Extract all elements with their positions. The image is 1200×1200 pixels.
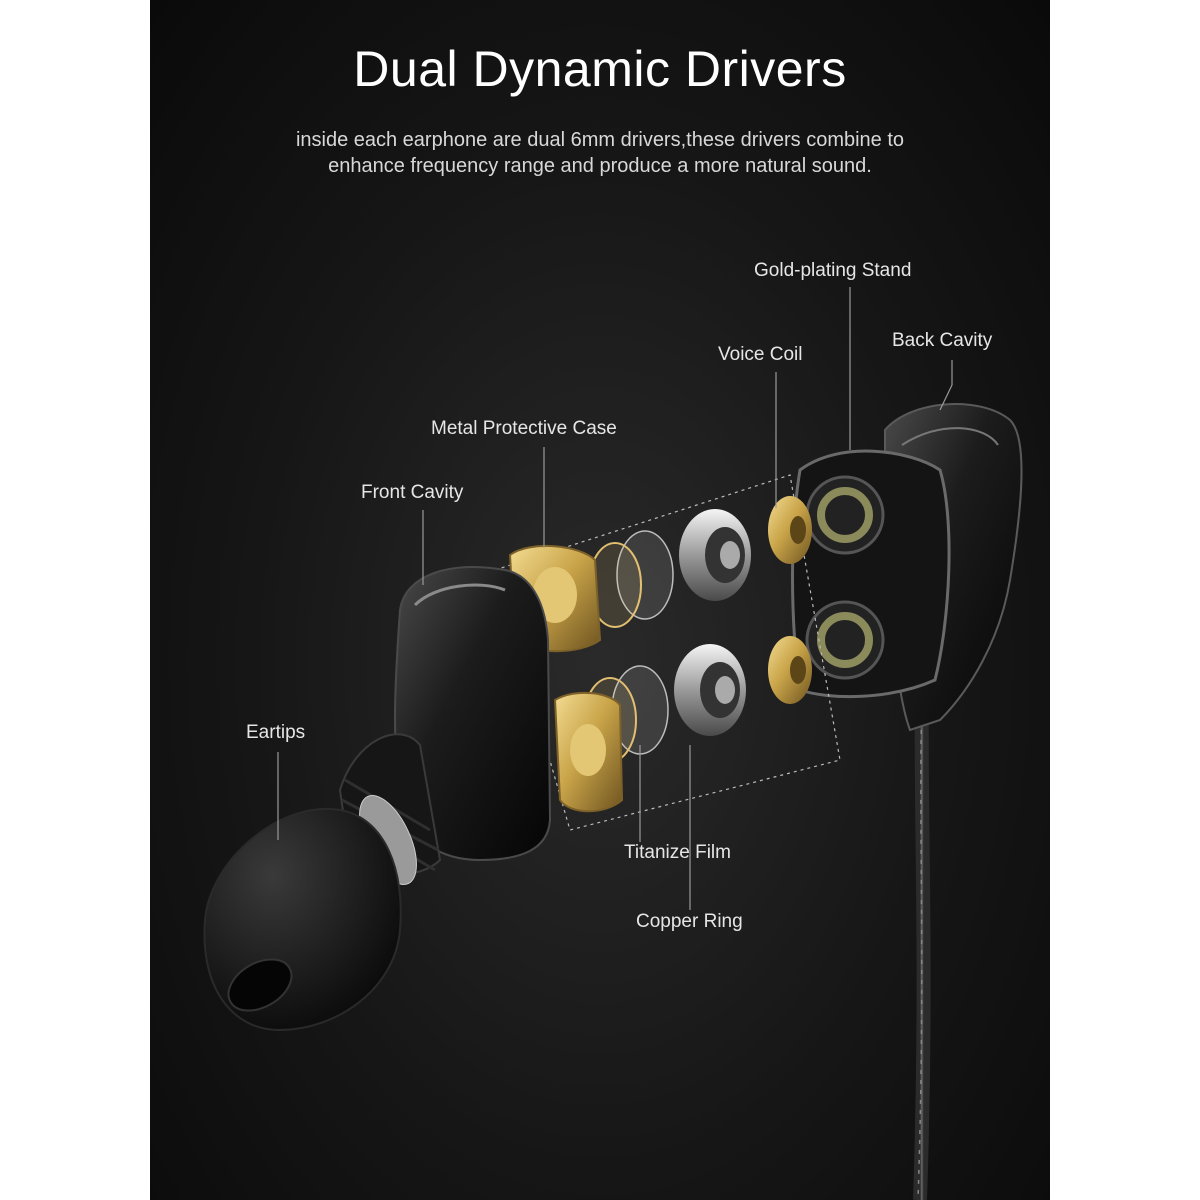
label-titanize-film: Titanize Film [624, 842, 731, 863]
page-subtitle: inside each earphone are dual 6mm driver… [210, 127, 990, 179]
exploded-earphone-illustration [203, 287, 1023, 1200]
cable-twist [917, 699, 923, 1200]
label-back-cavity: Back Cavity [892, 330, 993, 351]
label-metal-protective-case: Metal Protective Case [431, 418, 617, 439]
leader-lines [277, 287, 953, 910]
product-image-canvas: Dual Dynamic Drivers inside each earphon… [150, 0, 1050, 1200]
label-eartips: Eartips [246, 722, 306, 743]
label-voice-coil: Voice Coil [718, 344, 803, 365]
label-front-cavity: Front Cavity [361, 482, 464, 503]
label-copper-ring: Copper Ring [636, 911, 743, 932]
subtitle-line-1: inside each earphone are dual 6mm driver… [295, 129, 905, 151]
page-title: Dual Dynamic Drivers [353, 41, 847, 97]
label-gold-plating-stand: Gold-plating Stand [754, 260, 912, 281]
cable [913, 689, 931, 1200]
subtitle-line-2: enhance frequency range and produce a mo… [328, 155, 872, 177]
